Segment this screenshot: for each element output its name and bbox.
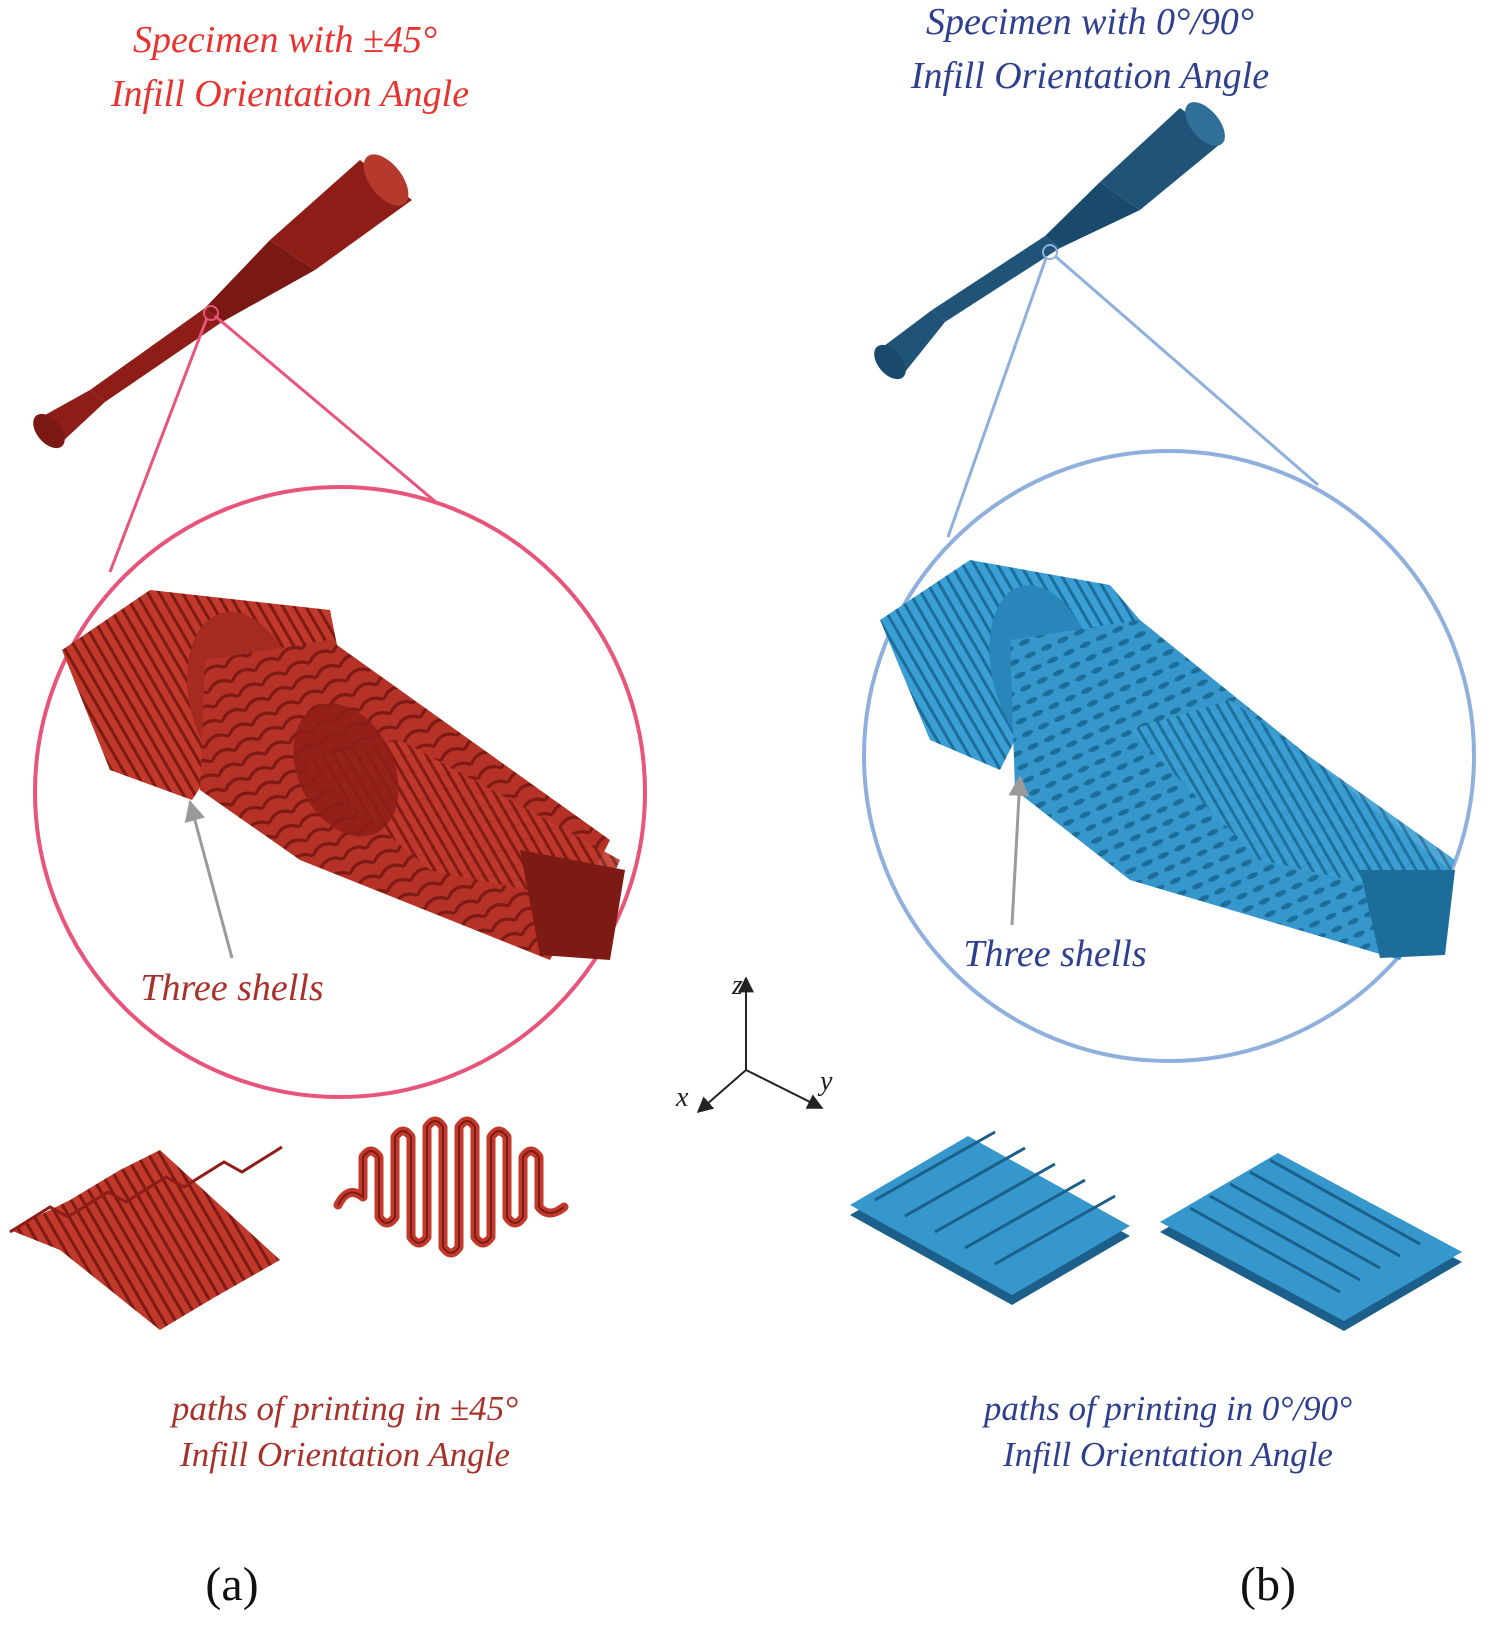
panel-a-callout: Three shells	[140, 967, 323, 1009]
panel-b-specimen	[874, 102, 1225, 380]
panel-b-paths-line1: paths of printing in 0°/90°	[981, 1389, 1352, 1428]
y-axis-label: y	[817, 1066, 833, 1097]
panel-a-paths-line2: Infill Orientation Angle	[179, 1435, 510, 1474]
panel-a-path-left	[9, 1145, 283, 1330]
panel-a-zoom-line-right	[214, 314, 451, 516]
panel-a-shell-arrow	[184, 799, 234, 959]
panel-b-path-right	[1160, 1153, 1462, 1331]
z-axis-label: z	[731, 970, 743, 1001]
coordinate-axes: z x y	[675, 970, 833, 1114]
panel-b-zoom-line-right	[1054, 254, 1319, 487]
y-axis	[745, 1069, 824, 1109]
panel-b-label: (b)	[1240, 1558, 1296, 1611]
panel-a-paths-line1: paths of printing in ±45°	[169, 1389, 518, 1428]
panel-b-paths-line2: Infill Orientation Angle	[1002, 1435, 1333, 1474]
panel-a-zoom-line-left	[108, 317, 209, 573]
panel-a-path-right	[333, 1116, 569, 1258]
panel-b-path-left	[850, 1130, 1130, 1305]
panel-a-label: (a)	[205, 1558, 258, 1611]
x-axis	[696, 1069, 747, 1114]
panel-b-shell-arrow	[1008, 774, 1030, 926]
panel-a-title-line2: Infill Orientation Angle	[110, 73, 469, 115]
panel-a: Specimen with ±45° Infill Orientation An…	[9, 19, 647, 1611]
x-axis-label: x	[675, 1082, 689, 1113]
panel-a-specimen	[33, 154, 412, 449]
panel-a-zoom-detail	[62, 590, 625, 960]
panel-b: Specimen with 0°/90° Infill Orientation …	[850, 1, 1476, 1611]
panel-b-title-line2: Infill Orientation Angle	[910, 55, 1269, 97]
panel-b-zoom-detail	[880, 560, 1455, 960]
panel-b-callout: Three shells	[963, 933, 1146, 975]
panel-b-title-line1: Specimen with 0°/90°	[926, 1, 1254, 43]
panel-b-zoom-line-left	[946, 257, 1048, 538]
panel-a-title-line1: Specimen with ±45°	[133, 19, 437, 61]
